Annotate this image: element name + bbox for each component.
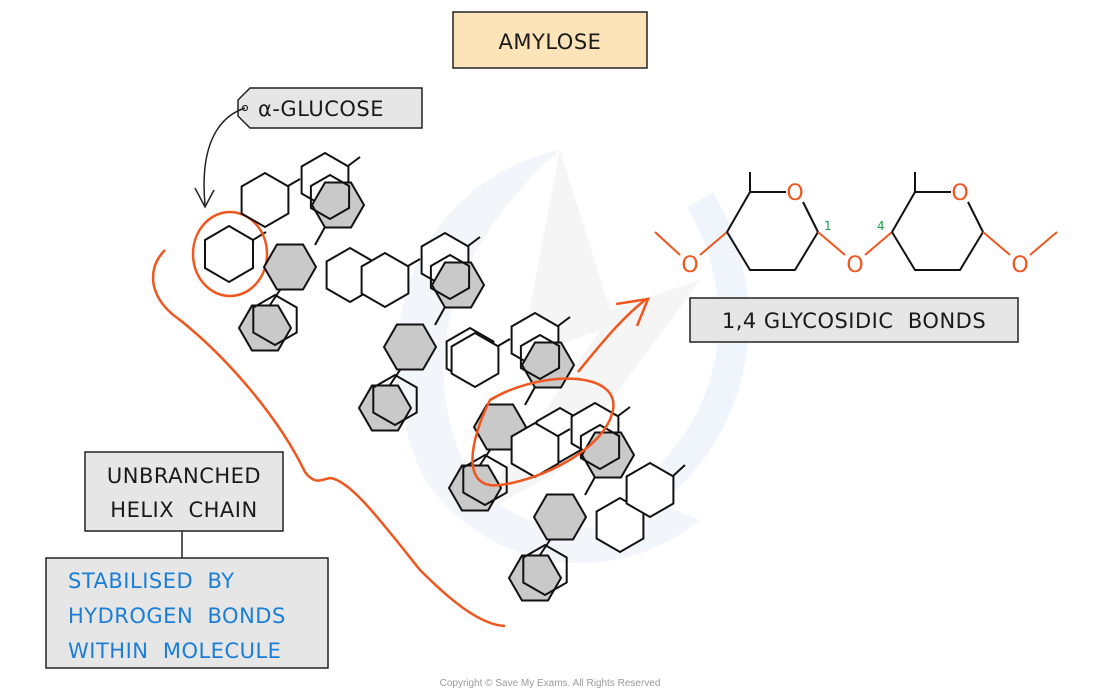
ring-oxygen-2: O bbox=[951, 181, 968, 206]
stabilised-box: STABILISED BY HYDROGEN BONDS WITHIN MOLE… bbox=[45, 557, 329, 669]
glucose-ring-shaded bbox=[262, 243, 318, 291]
title-text: AMYLOSE bbox=[499, 30, 602, 54]
glucose-ring-outline bbox=[252, 293, 298, 347]
glucose-ring-outline bbox=[309, 173, 351, 221]
helix-brace bbox=[151, 249, 506, 628]
glucose-ring-outline bbox=[372, 373, 418, 427]
bond-line bbox=[314, 226, 326, 246]
watermark-logo bbox=[396, 150, 749, 564]
ring-oxygen-1: O bbox=[786, 181, 803, 206]
glycosidic-bonds-box: 1,4 GLYCOSIDIC BONDS bbox=[689, 297, 1019, 343]
glycosidic-structure: O O 1 O 4 O O bbox=[654, 172, 1058, 278]
bond-line bbox=[347, 156, 361, 167]
link-arrowhead bbox=[615, 297, 650, 327]
bond-line bbox=[672, 464, 686, 477]
bond-line bbox=[524, 386, 536, 406]
terminal-oxygen: O bbox=[1011, 253, 1028, 278]
bridge-oxygen: O bbox=[846, 253, 863, 278]
bond-line bbox=[584, 476, 596, 496]
bond-line bbox=[479, 449, 491, 466]
unbranched-helix-box: UNBRANCHED HELIX CHAIN bbox=[84, 451, 284, 532]
link-arrow bbox=[577, 299, 646, 373]
stabilised-line-3: WITHIN MOLECULE bbox=[68, 639, 281, 663]
bond-line bbox=[557, 428, 571, 437]
monomer-highlight-circle bbox=[191, 210, 269, 298]
glucose-ring-outline bbox=[519, 333, 561, 381]
glucose-ring-outline bbox=[522, 543, 568, 597]
title-box: AMYLOSE bbox=[452, 11, 648, 69]
glucose-ring-shaded bbox=[447, 464, 503, 512]
carbon-4-label: 4 bbox=[877, 219, 885, 233]
glucose-ring-shaded bbox=[532, 493, 588, 541]
unbranched-line-1: UNBRANCHED bbox=[107, 464, 261, 488]
bond-line bbox=[467, 236, 481, 247]
selection-loop bbox=[471, 377, 615, 487]
bond-line bbox=[617, 406, 631, 417]
oxygen-atom: O bbox=[681, 253, 698, 278]
glucose-ring-shaded bbox=[382, 323, 438, 371]
bond-line bbox=[557, 316, 571, 327]
glucose-ring-shaded bbox=[507, 554, 563, 602]
glucose-ring-outline bbox=[579, 423, 621, 471]
bond-line bbox=[539, 539, 551, 556]
glucose-ring-outline bbox=[429, 253, 471, 301]
glucose-ring bbox=[625, 461, 675, 519]
glucose-ring-shaded bbox=[237, 304, 293, 352]
bond-line bbox=[407, 258, 421, 267]
bond-line bbox=[287, 178, 301, 187]
bond-line bbox=[269, 289, 281, 306]
glycosidic-bonds-label: 1,4 GLYCOSIDIC BONDS bbox=[722, 309, 986, 333]
helix-chain bbox=[237, 151, 686, 602]
alpha-glucose-label: α-GLUCOSE bbox=[258, 97, 384, 121]
bond-line bbox=[389, 369, 401, 386]
glucose-ring-shaded bbox=[357, 384, 413, 432]
pointer-arrow bbox=[203, 107, 246, 206]
alpha-glucose-tag: α-GLUCOSE bbox=[237, 87, 423, 129]
glucose-ring-outline bbox=[462, 453, 508, 507]
bond-line bbox=[434, 306, 446, 326]
pointer-arrowhead bbox=[194, 187, 215, 209]
stabilised-line-1: STABILISED BY bbox=[68, 569, 235, 593]
unbranched-line-2: HELIX CHAIN bbox=[110, 498, 257, 522]
glucose-monomer bbox=[204, 224, 267, 284]
bond-line bbox=[497, 338, 511, 347]
copyright-notice: Copyright © Save My Exams. All Rights Re… bbox=[439, 678, 661, 689]
carbon-1-label: 1 bbox=[824, 219, 832, 233]
stabilised-line-2: HYDROGEN BONDS bbox=[68, 604, 286, 628]
